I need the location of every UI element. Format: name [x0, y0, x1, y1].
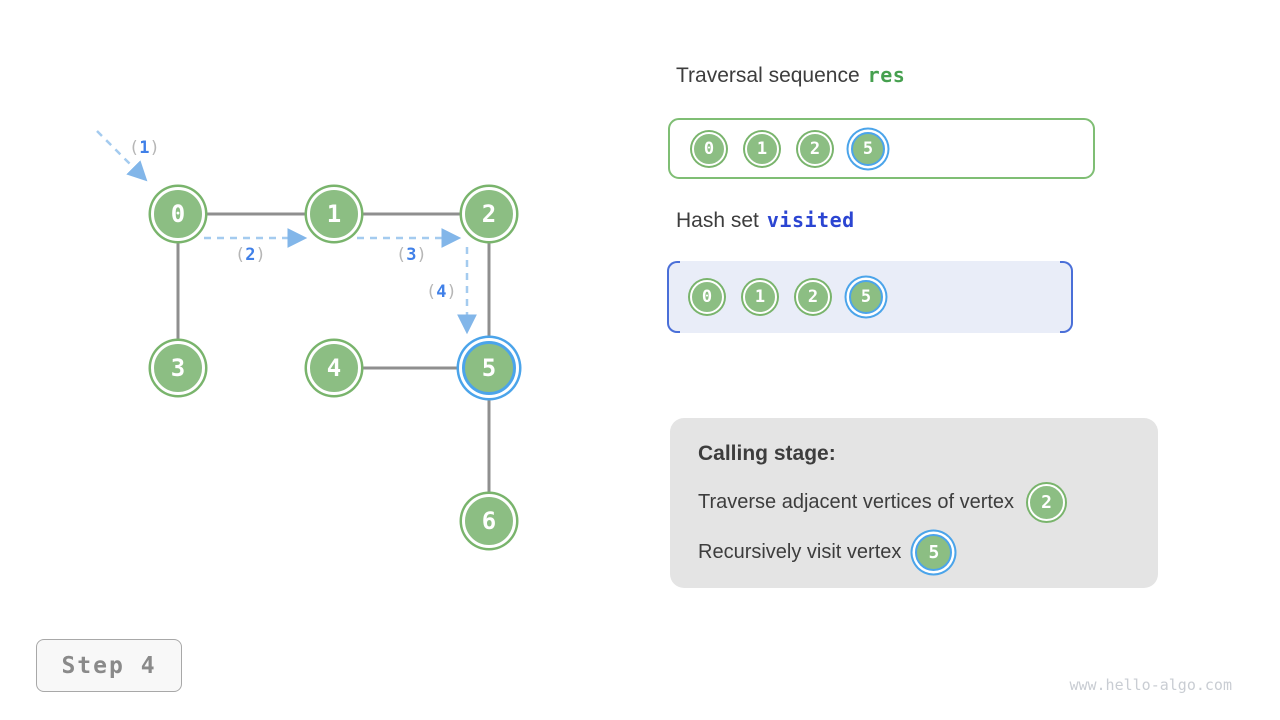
res-item-2: 2	[798, 131, 832, 166]
calling-stage-title: Calling stage:	[698, 442, 836, 465]
graph-node-3: 3	[151, 341, 205, 395]
calling-stage-panel: Calling stage: Traverse adjacent vertice…	[670, 418, 1158, 588]
calling-line-1-text: Traverse adjacent vertices of vertex	[698, 491, 1015, 513]
graph-node-4-label: 4	[326, 354, 342, 382]
visited-item-1-label: 1	[754, 287, 766, 307]
calling-line-1-node-label: 2	[1041, 492, 1052, 513]
watermark: www.hello-algo.com	[1069, 676, 1232, 694]
graph-edges-and-arrows	[96, 130, 491, 521]
graph-node-0: 0	[151, 187, 205, 241]
visited-panel-box: 0 1 2 5	[667, 261, 1073, 333]
res-item-0: 0	[692, 131, 726, 166]
graph-node-1-label: 1	[326, 200, 342, 228]
calling-line-2-node-highlighted: 5	[915, 534, 953, 571]
step-badge: Step 4	[36, 639, 182, 692]
res-item-5-highlighted: 5	[851, 131, 885, 166]
arrow-label-1: (1)	[129, 138, 160, 158]
graph-node-5-label: 5	[481, 354, 497, 382]
visited-item-0-label: 0	[701, 287, 713, 307]
graph-node-1: 1	[307, 187, 361, 241]
res-item-5-label: 5	[862, 138, 874, 159]
arrow-label-2: (2)	[235, 245, 266, 265]
visited-item-1: 1	[743, 280, 777, 314]
traversal-arrows	[96, 130, 477, 335]
graph-node-0-label: 0	[170, 200, 186, 228]
visited-item-2: 2	[796, 280, 830, 314]
graph-node-4: 4	[307, 341, 361, 395]
visited-panel-title: Hash set visited	[676, 208, 855, 233]
res-panel-title: Traversal sequence res	[676, 63, 905, 88]
graph-node-6: 6	[462, 494, 516, 548]
arrow-label-4: (4)	[426, 282, 457, 302]
visited-item-2-label: 2	[807, 287, 819, 307]
visited-item-5-label: 5	[860, 287, 872, 307]
res-item-1: 1	[745, 131, 779, 166]
calling-line-2-node-label: 5	[928, 542, 940, 563]
res-code-label: res	[867, 63, 906, 87]
graph-node-3-label: 3	[170, 354, 186, 382]
calling-line-1-node: 2	[1028, 484, 1066, 521]
arrow-step-1	[96, 130, 148, 182]
calling-line-2-text: Recursively visit vertex	[698, 541, 902, 563]
visited-item-5-highlighted: 5	[849, 280, 883, 314]
res-item-1-label: 1	[756, 138, 768, 159]
res-item-2-label: 2	[809, 138, 821, 159]
graph-node-6-label: 6	[481, 507, 497, 535]
graph-node-5-highlighted: 5	[462, 341, 516, 395]
graph-node-2: 2	[462, 187, 516, 241]
res-panel-box: 0 1 2 5	[668, 118, 1095, 179]
calling-line-2: Recursively visit vertex 5	[698, 534, 1130, 571]
hash-bracket-right	[1060, 261, 1073, 333]
calling-line-1: Traverse adjacent vertices of vertex 2	[698, 484, 1130, 521]
visited-item-0: 0	[690, 280, 724, 314]
graph-node-2-label: 2	[481, 200, 497, 228]
visited-panel-title-text: Hash set	[676, 209, 759, 232]
hash-bracket-left	[667, 261, 680, 333]
res-panel-title-text: Traversal sequence	[676, 64, 860, 87]
visited-code-label: visited	[766, 208, 855, 232]
arrow-label-3: (3)	[396, 245, 427, 265]
res-item-0-label: 0	[703, 138, 715, 159]
